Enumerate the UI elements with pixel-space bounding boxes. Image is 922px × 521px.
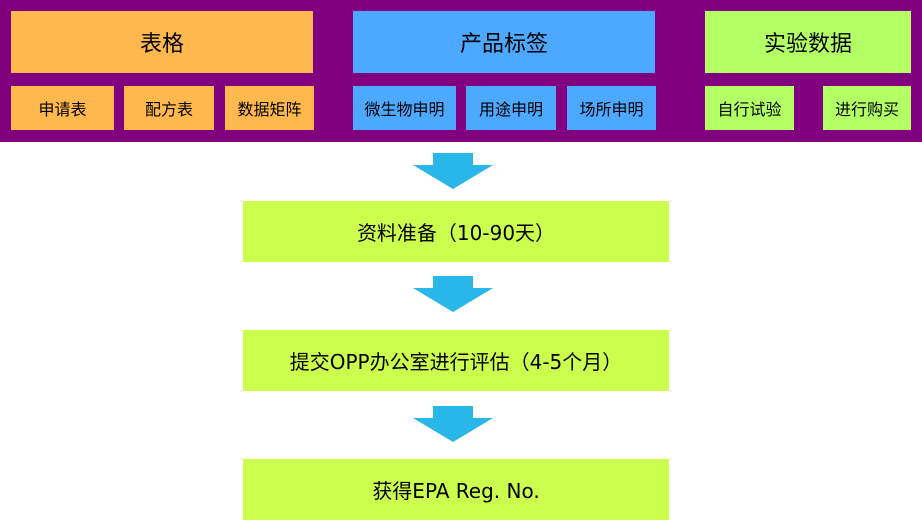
microbe-claim-box: 微生物申明 — [353, 86, 456, 130]
down-arrow-icon — [413, 406, 493, 442]
site-claim-box: 场所申明 — [567, 86, 656, 130]
down-arrow-icon — [413, 153, 493, 189]
test-data-header: 实验数据 — [705, 11, 911, 73]
purchase-data-box: 进行购买 — [823, 86, 911, 130]
step-preparation: 资料准备（10-90天） — [243, 201, 669, 262]
forms-header: 表格 — [11, 11, 313, 73]
application-form-box: 申请表 — [11, 86, 114, 130]
step-opp-evaluation: 提交OPP办公室进行评估（4-5个月） — [243, 330, 669, 391]
step-epa-registration: 获得EPA Reg. No. — [243, 459, 669, 520]
formula-sheet-box: 配方表 — [124, 86, 214, 130]
usage-claim-box: 用途申明 — [466, 86, 556, 130]
data-matrix-box: 数据矩阵 — [225, 86, 314, 130]
product-label-header: 产品标签 — [353, 11, 655, 73]
requirements-band: 表格 申请表 配方表 数据矩阵 产品标签 微生物申明 用途申明 场所申明 实验数… — [0, 0, 922, 142]
self-testing-box: 自行试验 — [705, 86, 794, 130]
down-arrow-icon — [413, 276, 493, 312]
